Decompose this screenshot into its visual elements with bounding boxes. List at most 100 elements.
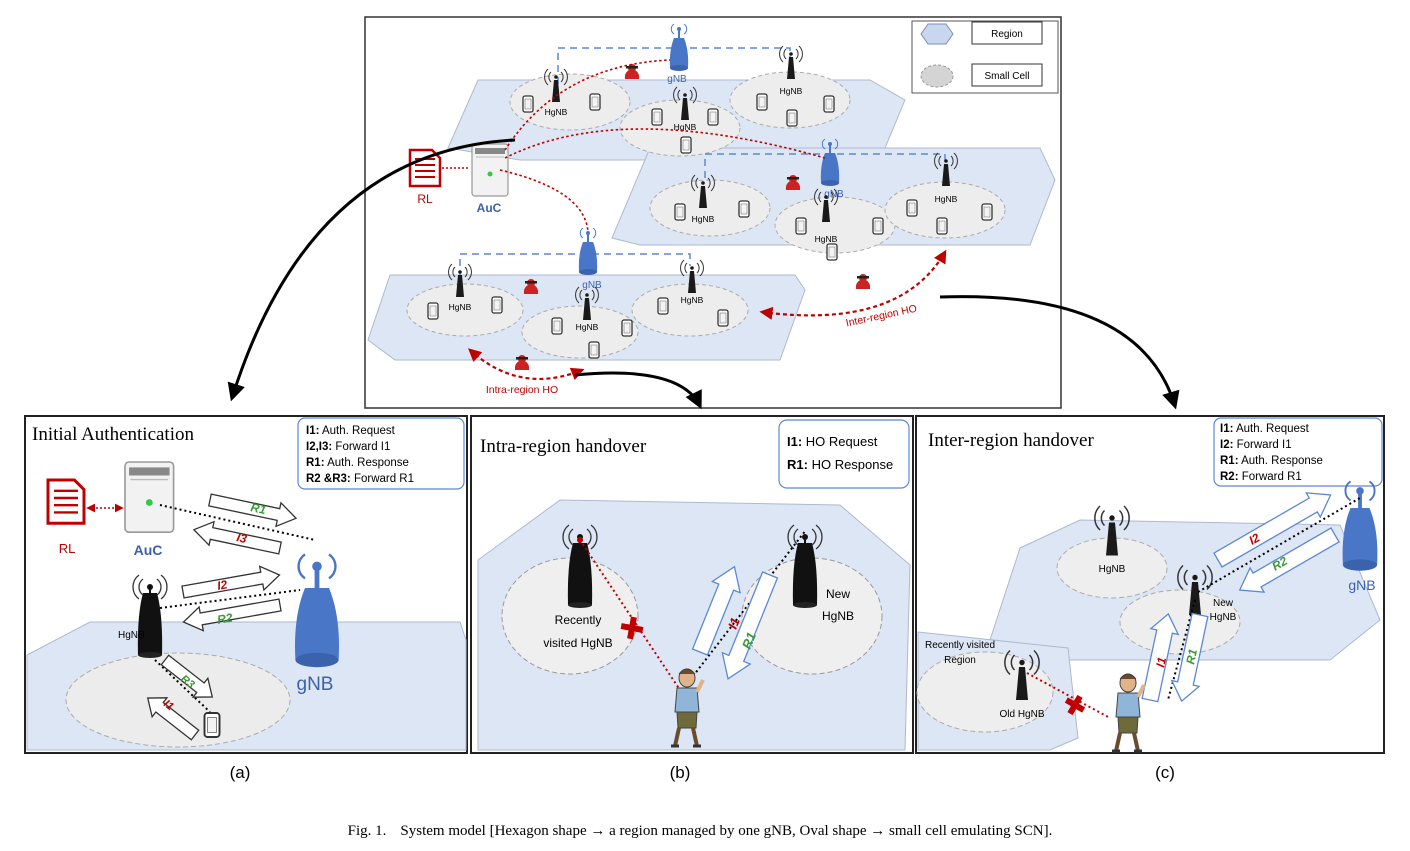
legend-small-cell-label: Small Cell	[984, 71, 1029, 82]
small-cells	[406, 71, 1006, 359]
legend-text: Auth. Request	[1236, 423, 1310, 435]
rl-document-icon	[46, 478, 86, 525]
msg-r1-label: R1	[249, 500, 267, 517]
legend-key: R1:	[787, 457, 808, 472]
svg-text:I1: Auth. Request: I1: Auth. Request	[306, 425, 396, 437]
svg-text:R1: Auth. Response: R1: Auth. Response	[306, 457, 409, 469]
svg-text:R1: HO Response: R1: HO Response	[787, 457, 893, 472]
auc-links	[499, 59, 826, 233]
hgnb-label: HgNB	[780, 86, 803, 96]
new-hgnb-label-2: HgNB	[822, 609, 854, 623]
msg-i1-arrow	[691, 565, 742, 656]
hgnb-label: HgNB	[545, 107, 568, 117]
gnb-label-top: gNB	[667, 74, 687, 85]
panel-b-caption: (b)	[670, 763, 691, 782]
msg-r1-arrow	[1170, 612, 1209, 703]
msg-i2-arrow	[181, 565, 281, 599]
msg-r1-arrow	[207, 493, 298, 528]
panel-connector-arrows	[227, 138, 1180, 410]
msg-i2-label: I2	[216, 577, 229, 593]
msg-r3-arrow	[160, 654, 214, 698]
panel-b-title: Intra-region handover	[480, 436, 647, 457]
legend-region-label: Region	[991, 29, 1023, 40]
intra-region-ho-arrow	[468, 348, 585, 381]
gnb-label-bottom: gNB	[582, 280, 602, 291]
figure-caption: Fig. 1. System model [Hexagon shape → a r…	[348, 823, 1053, 839]
msg-r2-arrow	[182, 598, 282, 632]
legend-text: Auth. Request	[322, 425, 396, 437]
panel-a-caption: (a)	[230, 763, 251, 782]
user-device-icon	[203, 712, 221, 738]
svg-text:R2 &R3: Forward R1: R2 &R3: Forward R1	[306, 473, 414, 485]
legend-key: R2 &R3:	[306, 473, 351, 485]
hgnb-labels: HgNB HgNB HgNB HgNB HgNB HgNB HgNB HgNB …	[449, 86, 958, 332]
legend-text: HO Request	[806, 434, 878, 449]
disconnect-x-icon	[620, 616, 644, 640]
svg-text:I1: HO Request: I1: HO Request	[787, 434, 878, 449]
legend-text: Auth. Response	[327, 457, 409, 469]
legend-text: Forward R1	[354, 473, 414, 485]
legend-key: R2:	[1220, 471, 1239, 483]
hgnb-label: HgNB	[815, 234, 838, 244]
auc-server-icon	[124, 461, 175, 534]
legend-text: Forward R1	[1242, 471, 1302, 483]
new-hgnb-label-1: New	[1213, 598, 1234, 609]
msg-i1-arrow	[1141, 612, 1180, 703]
legend-text: HO Response	[812, 457, 894, 472]
figure-caption-label: Fig. 1.	[348, 823, 387, 839]
figure-caption-text: System model [Hexagon shape → a region m…	[400, 823, 1052, 839]
svg-text:I2,I3: Forward I1: I2,I3: Forward I1	[306, 441, 390, 453]
recent-hgnb-label-1: Recently	[555, 613, 602, 627]
disconnect-x-icon	[1064, 694, 1086, 716]
msg-i2-arrow	[1213, 492, 1332, 568]
rl-label: RL	[417, 192, 433, 206]
legend-text: Auth. Response	[1241, 455, 1323, 467]
panel-b-intra-region-handover: Intra-region handover I1: HO Request R1:…	[470, 415, 914, 782]
svg-text:R1: Auth. Response: R1: Auth. Response	[1220, 455, 1323, 467]
svg-text:R2: Forward R1: R2: Forward R1	[1220, 471, 1302, 483]
svg-text:I2: Forward I1: I2: Forward I1	[1220, 439, 1292, 451]
panel-c-caption: (c)	[1155, 763, 1175, 782]
hgnb-label: HgNB	[681, 295, 704, 305]
msg-i1-label: I1	[725, 615, 743, 631]
msg-r2-arrow	[1238, 527, 1340, 593]
new-hgnb-label-2: HgNB	[1210, 612, 1237, 623]
legend-key: R1:	[1220, 455, 1239, 467]
intra-region-ho-label: Intra-region HO	[486, 384, 558, 396]
msg-r2-label: R2	[216, 610, 234, 627]
top-legend: Region Small Cell	[911, 20, 1059, 94]
hgnb-label: HgNB	[576, 322, 599, 332]
legend-text: Forward I1	[335, 441, 390, 453]
small-cell-new	[741, 557, 883, 675]
legend-key: I1:	[787, 434, 802, 449]
msg-r1-label: R1	[1183, 647, 1200, 665]
old-hgnb-label: Old HgNB	[999, 709, 1044, 720]
small-cell	[65, 652, 291, 748]
msg-i3-arrow	[192, 520, 283, 555]
top-diagram: Region Small Cell gNB	[364, 16, 1062, 409]
legend-key: R1:	[306, 457, 325, 469]
legend-key: I2,I3:	[306, 441, 332, 453]
gnb-label: gNB	[297, 674, 334, 695]
msg-r1-arrow	[721, 571, 779, 680]
recent-hgnb-label-2: visited HgNB	[543, 636, 612, 650]
msg-i1-label: I1	[1153, 656, 1169, 669]
auc-label: AuC	[134, 542, 163, 558]
legend-key: I1:	[306, 425, 319, 437]
auc-label: AuC	[477, 201, 502, 215]
rl-label: RL	[59, 541, 76, 556]
msg-r1-label: R1	[739, 630, 759, 651]
recent-region-label-2: Region	[944, 655, 976, 666]
hgnb-label: HgNB	[449, 302, 472, 312]
hgnb-label: HgNB	[118, 630, 145, 641]
svg-text:I1: Auth. Request: I1: Auth. Request	[1220, 423, 1310, 435]
panel-c-title: Inter-region handover	[928, 430, 1094, 451]
new-hgnb-label-1: New	[826, 587, 850, 601]
hgnb-label: HgNB	[1099, 564, 1126, 575]
hgnb-label: HgNB	[692, 214, 715, 224]
small-cell-recent	[501, 557, 639, 675]
gnb-label-right: gNB	[824, 189, 844, 200]
msg-i1-arrow	[146, 697, 200, 741]
inter-region-ho-arrow	[759, 249, 947, 320]
